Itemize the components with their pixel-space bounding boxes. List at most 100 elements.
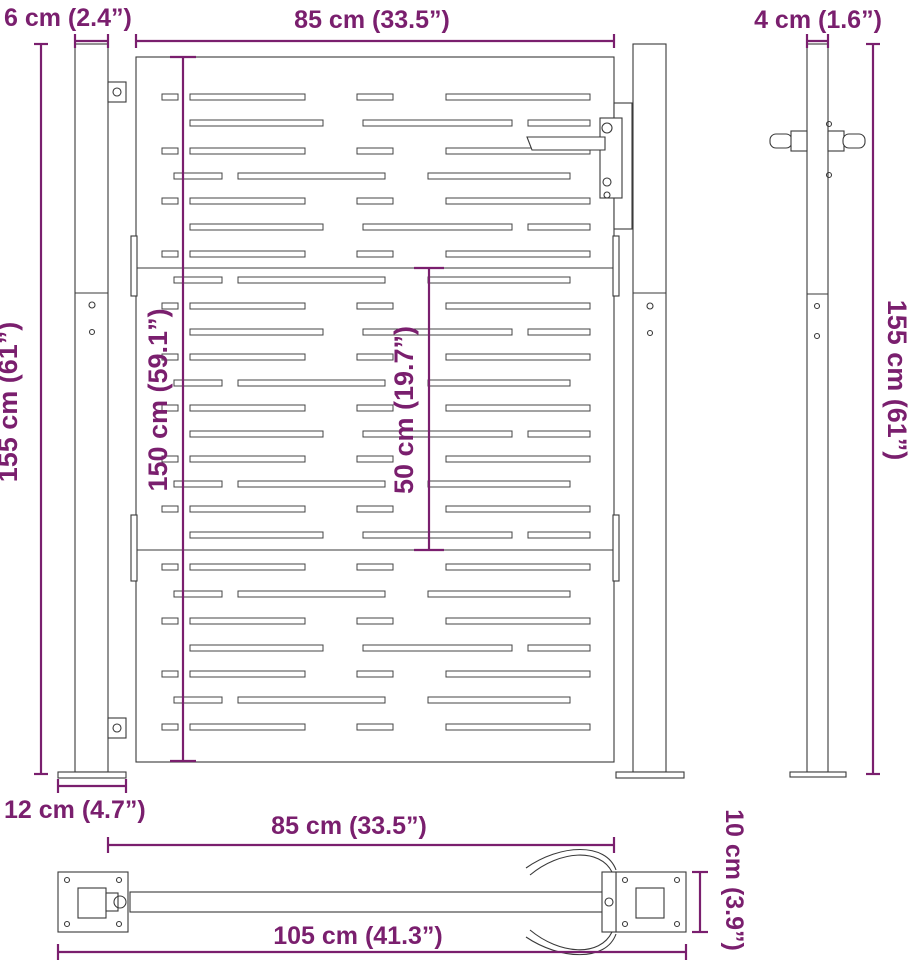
panel-slot bbox=[427, 379, 571, 387]
panel-slot bbox=[527, 531, 591, 539]
left-post bbox=[74, 43, 109, 773]
panel-slot bbox=[527, 223, 591, 231]
panel-slots bbox=[161, 93, 591, 731]
panel-slot bbox=[356, 617, 394, 625]
panel-slot bbox=[445, 455, 591, 463]
side-handles bbox=[769, 120, 866, 179]
panel-slot bbox=[356, 302, 394, 310]
panel-slot bbox=[527, 119, 591, 127]
panel-slot bbox=[161, 147, 179, 155]
panel-slot bbox=[427, 172, 571, 180]
panel-slot bbox=[356, 505, 394, 513]
panel-slot bbox=[356, 723, 394, 731]
panel-slot bbox=[161, 302, 179, 310]
panel-slot bbox=[362, 531, 513, 539]
side-view bbox=[769, 43, 866, 778]
panel-slot bbox=[356, 353, 394, 361]
panel-slot bbox=[189, 563, 306, 571]
panel-slot bbox=[362, 119, 513, 127]
gate-width-top-label: 85 cm (33.5”) bbox=[294, 6, 450, 34]
panel-slot bbox=[445, 353, 591, 361]
panel-slot bbox=[445, 723, 591, 731]
panel-slot bbox=[362, 223, 513, 231]
panel-slot bbox=[356, 147, 394, 155]
right-base-plate bbox=[615, 771, 685, 779]
left-base-plate bbox=[57, 771, 127, 779]
panel-slot bbox=[161, 617, 179, 625]
panel-slot bbox=[445, 670, 591, 678]
panel-slot bbox=[161, 353, 179, 361]
panel-slot bbox=[237, 276, 386, 284]
panel-slot bbox=[189, 723, 306, 731]
panel-slot bbox=[356, 563, 394, 571]
dimension-labels: 6 cm (2.4”) 85 cm (33.5”) 4 cm (1.6”) 15… bbox=[0, 4, 912, 951]
panel-slot bbox=[189, 404, 306, 412]
panel-slot bbox=[173, 379, 223, 387]
panel-slot bbox=[445, 93, 591, 101]
gate-width-bottom-label: 85 cm (33.5”) bbox=[271, 812, 427, 840]
panel-slot bbox=[237, 379, 386, 387]
panel-slot bbox=[189, 430, 324, 438]
panel-slot bbox=[161, 197, 179, 205]
panel-slot bbox=[362, 328, 513, 336]
depth-label: 10 cm (3.9”) bbox=[720, 809, 748, 951]
panel-slot bbox=[189, 505, 306, 513]
panel-slot bbox=[356, 455, 394, 463]
panel-slot bbox=[362, 430, 513, 438]
panel-slot bbox=[445, 197, 591, 205]
panel-slot bbox=[161, 455, 179, 463]
side-height-label: 155 cm (61”) bbox=[882, 300, 912, 461]
panel-slot bbox=[445, 617, 591, 625]
panel-slot bbox=[173, 480, 223, 488]
panel-slot bbox=[173, 590, 223, 598]
base-plate-width-label: 12 cm (4.7”) bbox=[4, 796, 146, 824]
panel-slot bbox=[189, 93, 306, 101]
panel-slot bbox=[189, 302, 306, 310]
panel-slot bbox=[189, 353, 306, 361]
dimension-lines bbox=[34, 34, 880, 960]
panel-slot bbox=[189, 455, 306, 463]
panel-slot bbox=[189, 670, 306, 678]
side-post bbox=[806, 43, 829, 773]
panel-slot bbox=[161, 505, 179, 513]
total-height-label: 155 cm (61”) bbox=[0, 322, 23, 483]
panel-slot bbox=[356, 197, 394, 205]
panel-slot bbox=[445, 302, 591, 310]
post-width-label: 6 cm (2.4”) bbox=[4, 4, 132, 32]
panel-slot bbox=[427, 276, 571, 284]
panel-slot bbox=[356, 250, 394, 258]
panel-slot bbox=[237, 480, 386, 488]
top-view bbox=[57, 849, 687, 956]
panel-slot bbox=[527, 644, 591, 652]
panel-slot bbox=[161, 93, 179, 101]
gate-top-bar bbox=[129, 891, 619, 913]
panel-slot bbox=[189, 250, 306, 258]
panel-slot bbox=[356, 404, 394, 412]
panel-slot bbox=[161, 723, 179, 731]
panel-slot bbox=[356, 670, 394, 678]
panel-slot bbox=[445, 563, 591, 571]
panel-slot bbox=[445, 505, 591, 513]
panel-slot bbox=[173, 696, 223, 704]
panel-slot bbox=[173, 276, 223, 284]
panel-slot bbox=[189, 223, 324, 231]
panel-slot bbox=[362, 644, 513, 652]
panel-slot bbox=[189, 617, 306, 625]
panel-slot bbox=[161, 250, 179, 258]
panel-slot bbox=[445, 250, 591, 258]
panel-slot bbox=[237, 696, 386, 704]
panel-slot bbox=[445, 147, 591, 155]
side-post-width-label: 4 cm (1.6”) bbox=[754, 6, 882, 34]
top-hinge bbox=[107, 81, 127, 103]
section-height-label: 50 cm (19.7”) bbox=[389, 326, 419, 494]
total-width-label: 105 cm (41.3”) bbox=[273, 922, 443, 950]
panel-slot bbox=[527, 328, 591, 336]
panel-slot bbox=[189, 644, 324, 652]
panel-slot bbox=[237, 590, 386, 598]
side-base-plate bbox=[789, 771, 847, 778]
panel-slot bbox=[189, 119, 324, 127]
panel-slot bbox=[161, 563, 179, 571]
top-latch-handle bbox=[525, 849, 617, 956]
front-view bbox=[57, 43, 685, 779]
panel-slot bbox=[427, 696, 571, 704]
